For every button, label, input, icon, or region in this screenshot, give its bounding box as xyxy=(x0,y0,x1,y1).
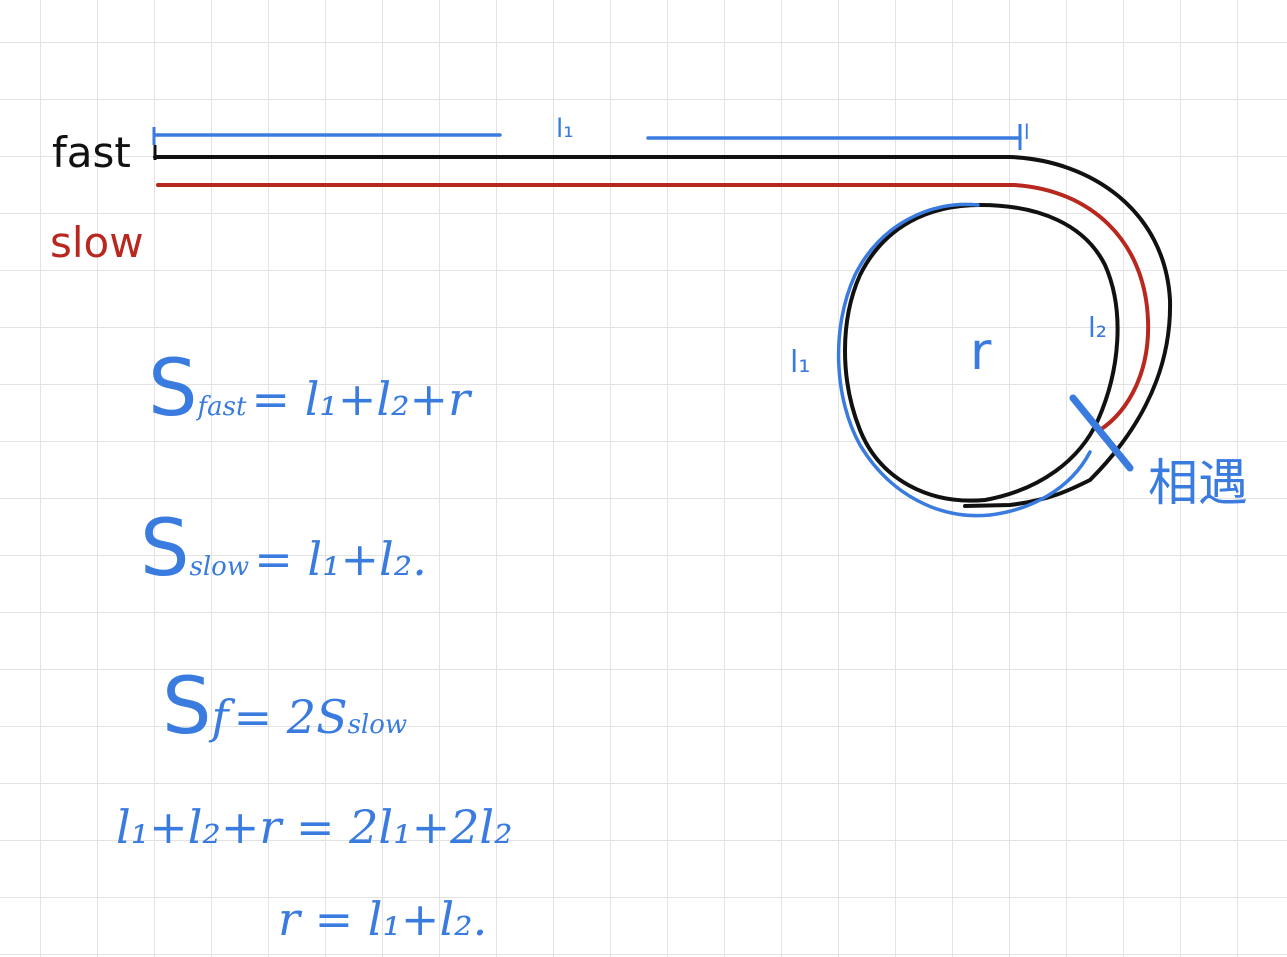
eq2-rest: = l₁+l₂. xyxy=(254,532,427,586)
equation-s-slow: Sslow = l₁+l₂. xyxy=(140,510,427,588)
slow-path xyxy=(156,183,1151,432)
circle-arc-left-label: l₁ xyxy=(790,345,811,380)
meet-mark xyxy=(1069,394,1134,472)
top-segment-label: l₁ xyxy=(556,114,574,144)
top-end-mark-label: l xyxy=(1024,120,1030,144)
eq2-s: S xyxy=(140,504,190,594)
loop-circle xyxy=(843,202,1120,503)
eq5-line: r = l₁+l₂. xyxy=(278,892,488,946)
eq3-sub2: slow xyxy=(347,710,408,740)
eq4-line: l₁+l₂+r = 2l₁+2l₂ xyxy=(116,800,513,854)
radius-label: r xyxy=(970,322,992,382)
blue-arc xyxy=(836,202,1092,518)
equation-s-fast: Sfast = l₁+l₂+r xyxy=(148,350,470,428)
eq1-rest: = l₁+l₂+r xyxy=(251,372,471,426)
eq3-s: S xyxy=(162,662,212,752)
equation-s-f-double: Sf = 2Sslow xyxy=(162,668,407,746)
fast-label: fast xyxy=(52,128,131,177)
circle-arc-right-label: l₂ xyxy=(1088,311,1108,344)
equation-result: r = l₁+l₂. xyxy=(278,896,487,942)
fast-path xyxy=(153,155,1173,508)
meet-label: 相遇 xyxy=(1148,454,1248,512)
slow-label: slow xyxy=(50,218,144,267)
equation-expanded: l₁+l₂+r = 2l₁+2l₂ xyxy=(116,804,513,850)
eq1-s: S xyxy=(148,344,198,434)
eq3-sub: f xyxy=(211,690,229,744)
eq1-sub: fast xyxy=(197,392,247,422)
eq3-rest: = 2S xyxy=(233,690,348,744)
eq2-sub: slow xyxy=(189,552,250,582)
